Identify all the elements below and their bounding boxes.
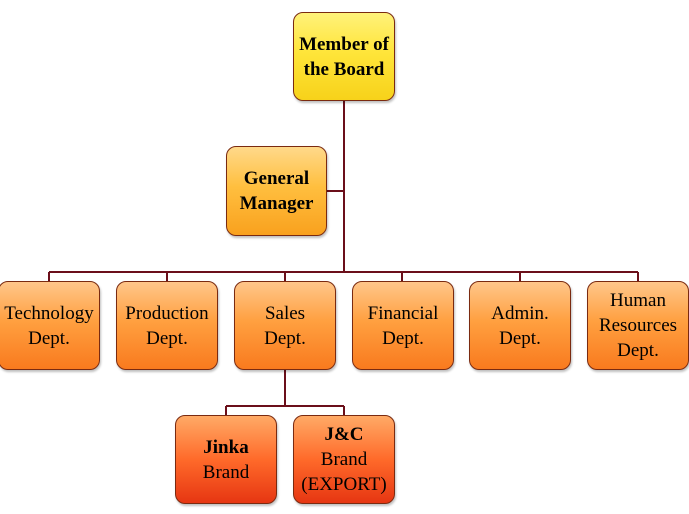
node-label-line: Resources bbox=[598, 315, 678, 336]
node-label-line: (EXPORT) bbox=[301, 474, 387, 495]
node-technology-dept: Technology Dept. bbox=[0, 281, 100, 370]
node-label-line: Production bbox=[125, 302, 209, 324]
node-admin-dept: Admin. Dept. bbox=[469, 281, 571, 370]
node-label-line: Dept. bbox=[146, 327, 188, 349]
node-jinka-brand: Jinka Brand bbox=[175, 415, 277, 504]
node-label-line: Jinka bbox=[203, 436, 249, 458]
node-label-line: Dept. bbox=[499, 327, 541, 349]
node-label-line: Brand bbox=[320, 449, 368, 470]
node-member-of-board: Member of the Board bbox=[293, 12, 395, 101]
node-label-line: Dept. bbox=[28, 327, 70, 349]
node-label-line: Manager bbox=[239, 193, 314, 214]
node-production-dept: Production Dept. bbox=[116, 281, 218, 370]
node-label-line: Financial bbox=[367, 302, 439, 324]
node-general-manager: General Manager bbox=[226, 146, 327, 236]
node-jc-brand-export: J&C Brand (EXPORT) bbox=[293, 415, 395, 504]
node-sales-dept: Sales Dept. bbox=[234, 281, 336, 370]
node-label-line: Brand bbox=[202, 461, 250, 483]
node-label-line: Technology bbox=[4, 302, 94, 324]
node-label-line: the Board bbox=[303, 58, 385, 80]
node-label-line: Human bbox=[610, 290, 666, 311]
node-label-line: Dept. bbox=[264, 327, 306, 349]
node-label-line: J&C bbox=[324, 424, 364, 445]
node-label-line: General bbox=[243, 168, 310, 189]
node-human-resources-dept: Human Resources Dept. bbox=[587, 281, 689, 370]
node-financial-dept: Financial Dept. bbox=[352, 281, 454, 370]
node-label-line: Member of bbox=[299, 33, 389, 55]
node-label-line: Dept. bbox=[617, 340, 659, 361]
node-label-line: Sales bbox=[264, 302, 306, 324]
node-label-line: Admin. bbox=[491, 302, 549, 324]
node-label-line: Dept. bbox=[382, 327, 424, 349]
